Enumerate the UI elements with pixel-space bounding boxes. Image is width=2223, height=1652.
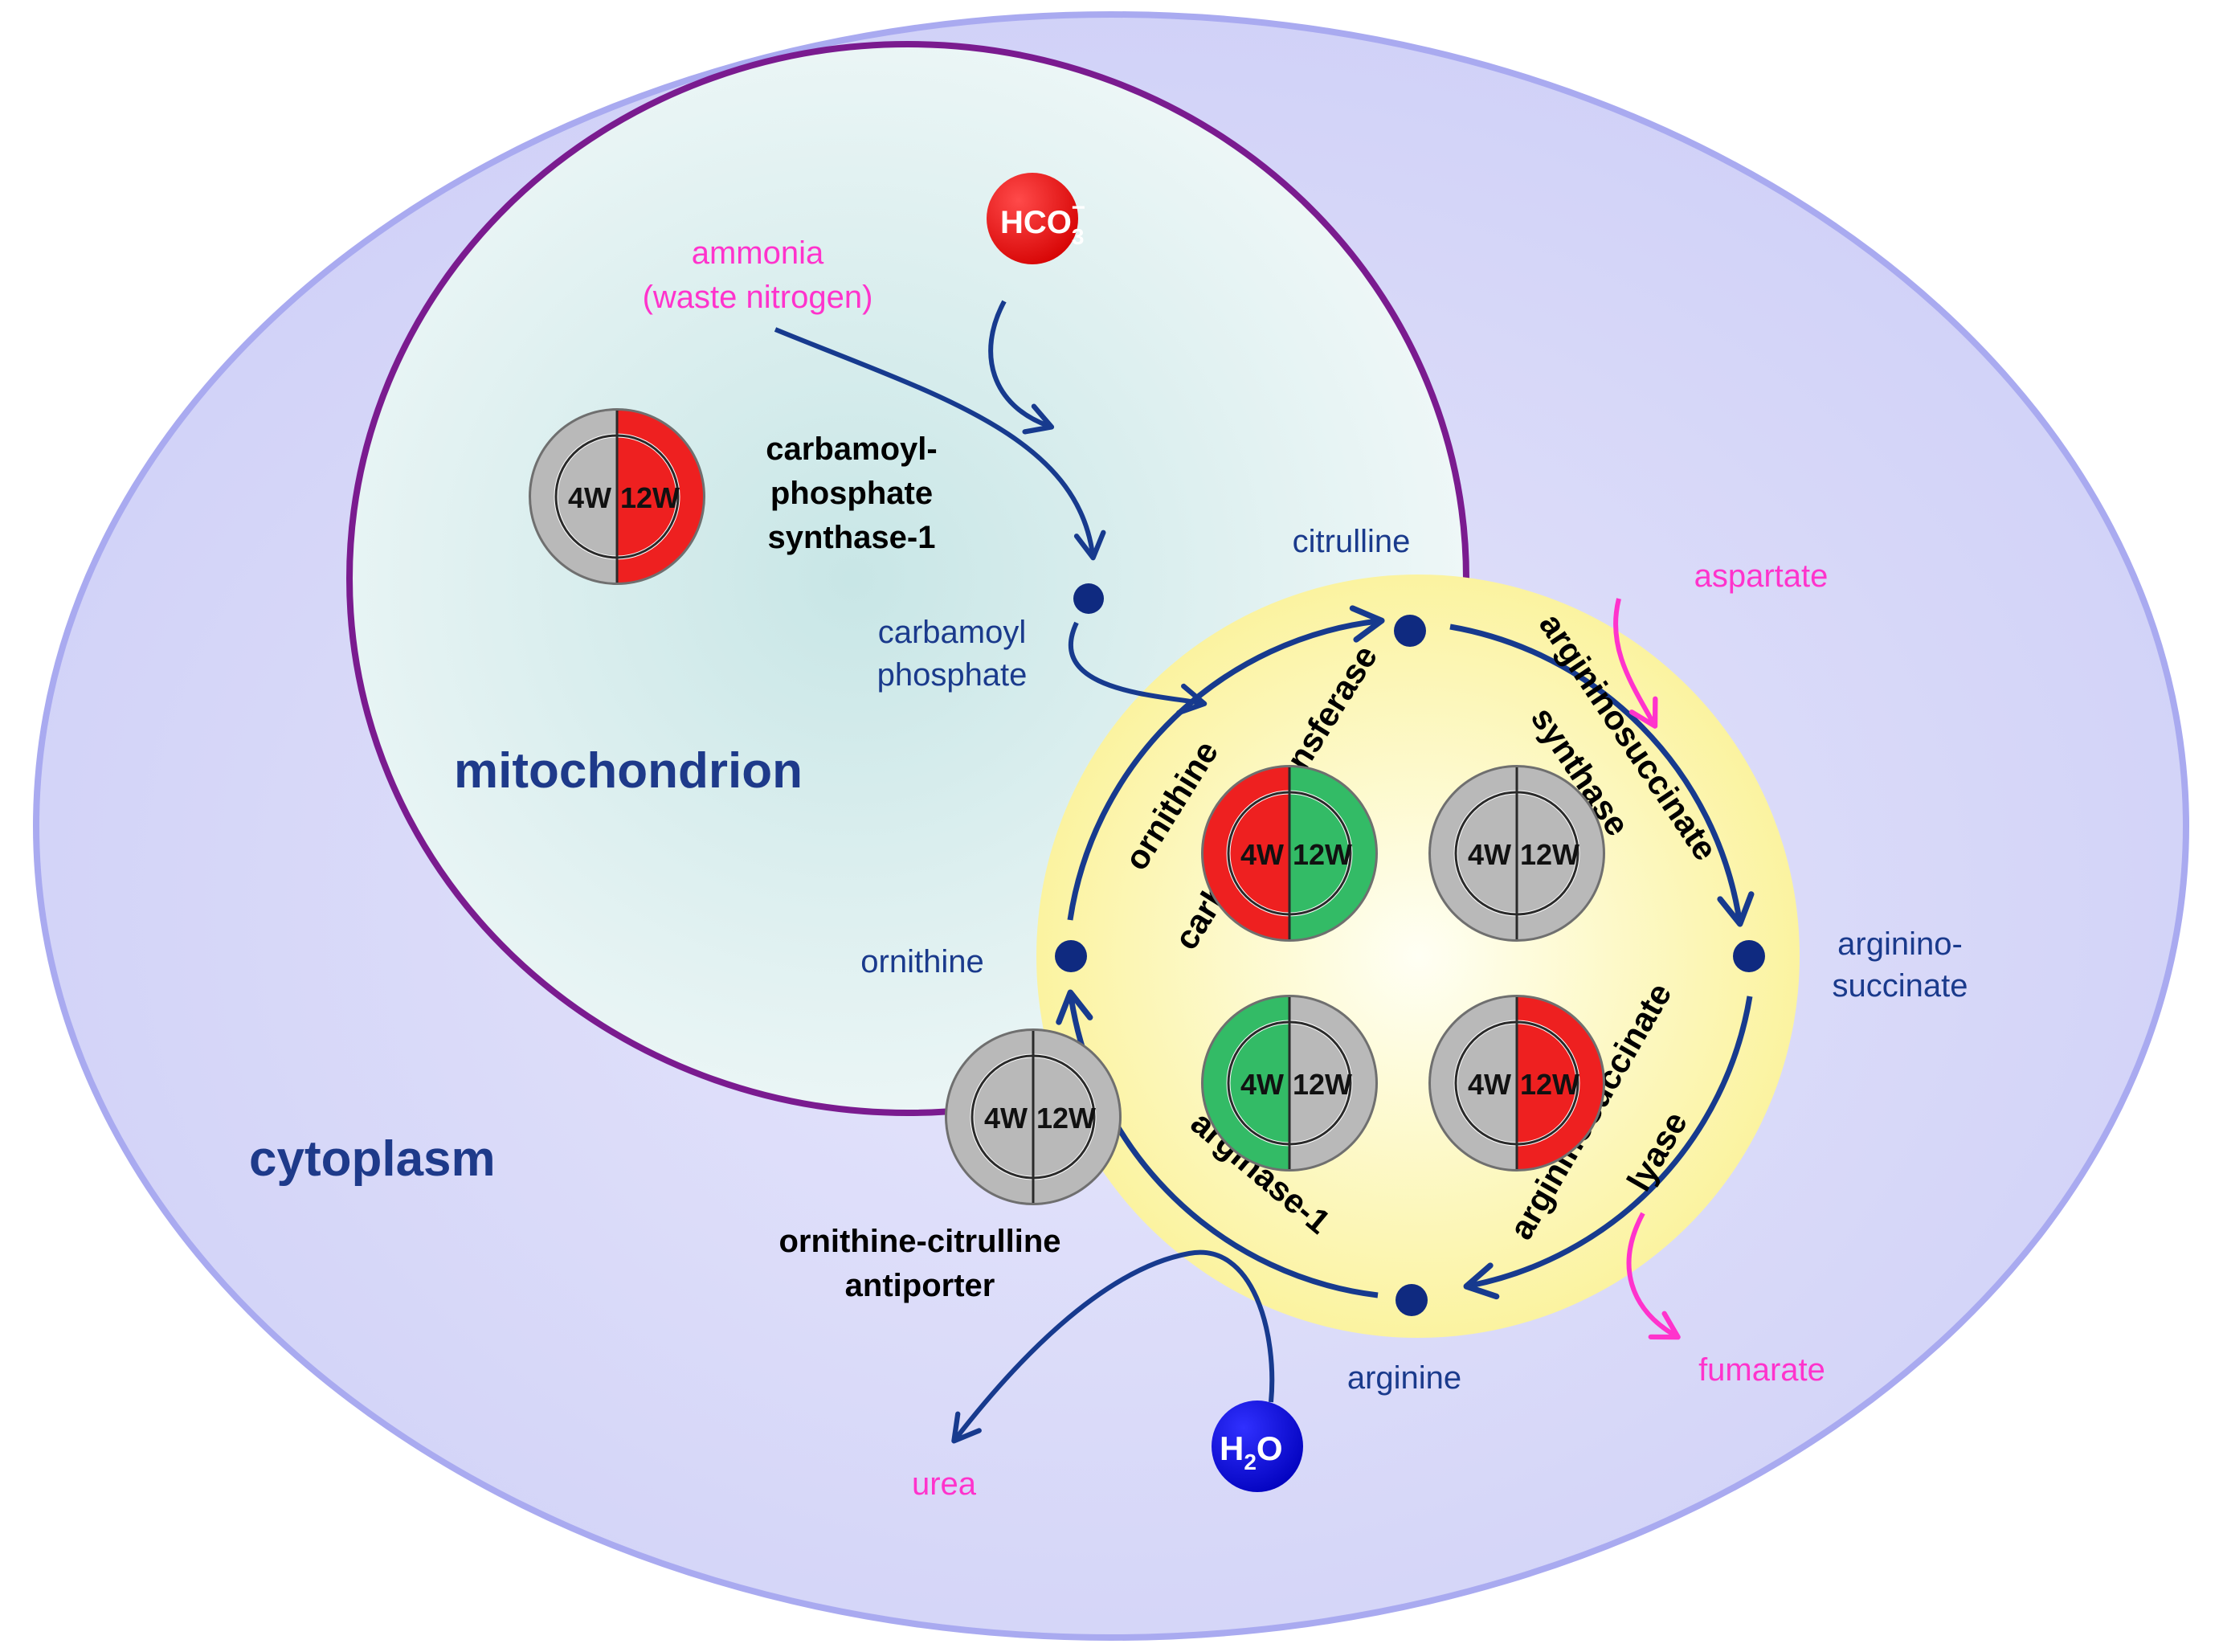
- fumarate-label: fumarate: [1698, 1352, 1825, 1388]
- indicator-4w-label: 4W: [1468, 1068, 1511, 1101]
- carbamoyl-label: carbamoyl: [878, 615, 1027, 650]
- indicator-4w-half: [947, 1031, 1033, 1203]
- cycle-arrow-otc: [1067, 605, 1385, 921]
- otc-indicator: 4W 12W: [1201, 765, 1378, 942]
- indicator-12w-half: [1517, 767, 1603, 939]
- indicator-12w-label: 12W: [1293, 838, 1352, 871]
- ornithine-node: [1055, 940, 1087, 972]
- aspartate-label: aspartate: [1694, 558, 1829, 594]
- carbamoyl-arrow: [1068, 621, 1208, 716]
- ass-indicator: 4W 12W: [1428, 765, 1605, 942]
- indicator-12w-half: [1033, 1031, 1119, 1203]
- indicator-12w-label: 12W: [1293, 1068, 1352, 1101]
- antiporter-label: ornithine-citrulline: [778, 1224, 1060, 1259]
- indicator-12w-label: 12W: [1520, 1068, 1579, 1101]
- indicator-4w-label: 4W: [1240, 1068, 1284, 1101]
- indicator-4w-half: [1203, 997, 1289, 1169]
- indicator-4w-label: 4W: [984, 1102, 1028, 1135]
- ammonia-label-note: (waste nitrogen): [643, 280, 873, 315]
- carbamoyl-phosphate-node: [1073, 583, 1104, 614]
- cycle-arrow-asl: [1463, 996, 1753, 1300]
- indicator-12w-half: [1517, 997, 1603, 1169]
- svg-text:HCO3−: HCO3−: [1000, 194, 1085, 249]
- argininosuccinate-label: arginino-: [1837, 926, 1963, 962]
- indicator-12w-half: [1289, 997, 1375, 1169]
- indicator-12w-half: [617, 411, 703, 583]
- ammonia-label: ammonia: [692, 235, 824, 271]
- svg-text:carbamoyl-: carbamoyl-: [766, 431, 937, 467]
- bicarbonate-arrow: [988, 300, 1055, 435]
- indicator-12w-label: 12W: [1036, 1102, 1096, 1135]
- svg-text:synthase-1: synthase-1: [768, 520, 936, 555]
- arginine-node: [1396, 1284, 1428, 1316]
- indicator-12w-half: [1289, 767, 1375, 939]
- indicator-4w-half: [1431, 767, 1517, 939]
- aspartate-arrow: [1613, 598, 1658, 729]
- indicator-12w-label: 12W: [620, 481, 680, 514]
- urea-cycle-disk: [1036, 575, 1800, 1338]
- antiporter-label-2: antiporter: [845, 1268, 995, 1303]
- cps1-label: carbamoyl- phosphate synthase-1: [766, 431, 937, 555]
- citrulline-label: citrulline: [1293, 524, 1411, 559]
- carbamoyl-label-2: phosphate: [877, 657, 1028, 693]
- indicator-4w-half: [1431, 997, 1517, 1169]
- cytoplasm-label: cytoplasm: [249, 1131, 496, 1187]
- arg1-indicator: 4W 12W: [1201, 995, 1378, 1172]
- svg-text:H2O: H2O: [1220, 1429, 1283, 1474]
- argininosuccinate-label-2: succinate: [1833, 968, 1968, 1004]
- indicator-12w-label: 12W: [1520, 838, 1579, 871]
- svg-text:phosphate: phosphate: [770, 476, 933, 511]
- asl-indicator: 4W 12W: [1428, 995, 1605, 1172]
- indicator-4w-label: 4W: [1240, 838, 1284, 871]
- indicator-4w-half: [531, 411, 617, 583]
- mitochondrion-label: mitochondrion: [454, 743, 803, 799]
- cps1-indicator: 4W 12W: [529, 408, 705, 585]
- argininosuccinate-node: [1733, 940, 1765, 972]
- water-node: H2O: [1212, 1401, 1303, 1492]
- fumarate-arrow: [1626, 1212, 1681, 1340]
- bicarbonate-node: HCO3−: [987, 173, 1085, 264]
- indicator-4w-half: [1203, 767, 1289, 939]
- citrulline-node: [1394, 615, 1426, 647]
- indicator-4w-label: 4W: [568, 481, 611, 514]
- urea-arrow: [951, 1249, 1275, 1444]
- ammonia-arrow: [774, 327, 1106, 561]
- ornithine-label: ornithine: [860, 944, 983, 979]
- urea-label: urea: [912, 1466, 977, 1502]
- indicator-4w-label: 4W: [1468, 838, 1511, 871]
- arginine-label: arginine: [1347, 1360, 1461, 1396]
